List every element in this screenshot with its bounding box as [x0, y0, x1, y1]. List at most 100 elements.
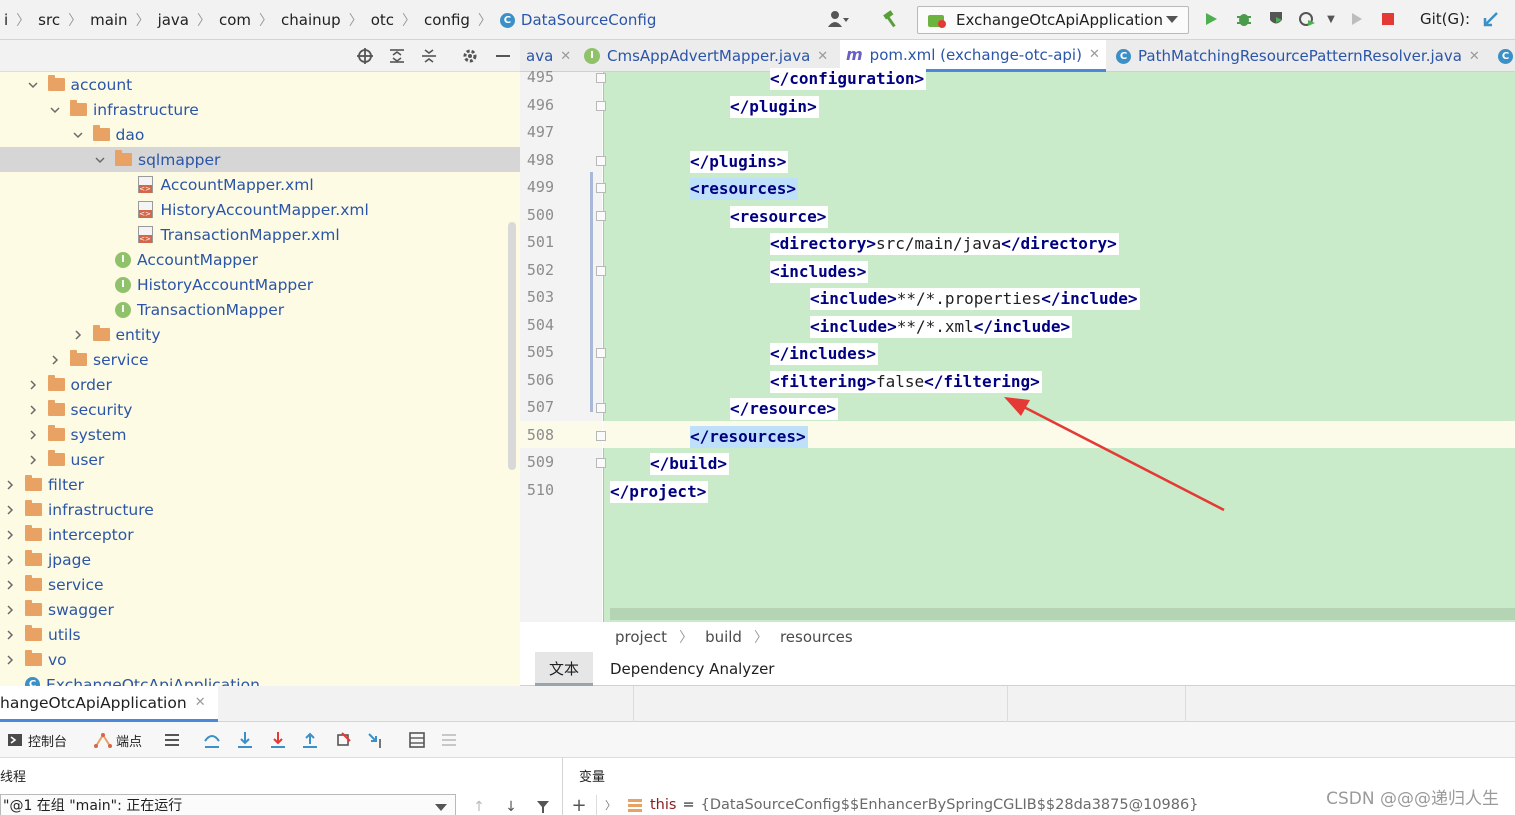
breadcrumb-item[interactable]: main — [90, 11, 128, 29]
tree-item[interactable]: service — [0, 572, 520, 597]
evaluate-expression-icon[interactable] — [408, 730, 426, 750]
tree-item[interactable]: dao — [0, 122, 520, 147]
chevron-down-icon[interactable] — [93, 153, 107, 167]
editor-tab[interactable]: C PathMatchingResourcePatternResolver.ja… — [1110, 40, 1486, 72]
tree-item[interactable]: utils — [0, 622, 520, 647]
breadcrumb-item[interactable]: src — [38, 11, 61, 29]
chevron-right-icon[interactable] — [26, 403, 40, 417]
chevron-right-icon[interactable] — [3, 578, 17, 592]
editor-tab-active[interactable]: m pom.xml (exchange-otc-api) ✕ — [840, 40, 1106, 72]
tree-item[interactable]: interceptor — [0, 522, 520, 547]
fold-marker-icon[interactable] — [596, 100, 606, 111]
fold-marker-icon[interactable] — [596, 430, 606, 441]
tree-item[interactable]: service — [0, 347, 520, 372]
fold-marker-icon[interactable] — [596, 348, 606, 358]
chevron-right-icon[interactable] — [48, 353, 62, 367]
horizontal-scrollbar[interactable] — [610, 608, 1515, 620]
tree-item[interactable]: system — [0, 422, 520, 447]
debug-session-tab[interactable]: hangeOtcApiApplication ✕ — [0, 686, 218, 722]
close-icon[interactable]: ✕ — [1468, 48, 1480, 64]
coverage-icon[interactable] — [1265, 8, 1287, 30]
locate-target-icon[interactable] — [354, 45, 376, 67]
git-update-icon[interactable] — [1480, 8, 1502, 30]
chevron-right-icon[interactable] — [3, 628, 17, 642]
tree-item[interactable]: AccountMapper.xml — [0, 172, 520, 197]
editor-tab[interactable]: C — [1492, 40, 1515, 72]
plus-icon[interactable]: + — [571, 794, 587, 815]
chevron-right-icon[interactable] — [3, 478, 17, 492]
step-over-icon[interactable] — [203, 730, 221, 750]
step-out-icon[interactable] — [301, 730, 319, 750]
tree-item[interactable]: security — [0, 397, 520, 422]
fold-marker-icon[interactable] — [596, 265, 606, 276]
fold-marker-icon[interactable] — [596, 403, 606, 413]
rerun-icon[interactable] — [1346, 8, 1368, 30]
chevron-right-icon[interactable] — [3, 603, 17, 617]
close-icon[interactable]: ✕ — [560, 48, 572, 64]
breadcrumb-item[interactable]: com — [219, 11, 252, 29]
tree-item[interactable]: account — [0, 72, 520, 97]
breadcrumb-item[interactable]: otc — [370, 11, 395, 29]
editor-tab[interactable]: I CmsAppAdvertMapper.java ✕ — [578, 40, 834, 72]
chevron-down-icon[interactable] — [26, 78, 40, 92]
tree-item[interactable]: user — [0, 447, 520, 472]
breadcrumb-current[interactable]: C DataSourceConfig — [496, 11, 660, 29]
chevron-right-icon[interactable] — [26, 378, 40, 392]
close-icon[interactable]: ✕ — [1088, 47, 1100, 62]
fold-marker-icon[interactable] — [596, 210, 606, 221]
chevron-down-icon[interactable] — [71, 128, 85, 142]
tree-item[interactable]: HistoryAccountMapper.xml — [0, 197, 520, 222]
tree-item[interactable]: swagger — [0, 597, 520, 622]
chevron-right-icon[interactable] — [26, 453, 40, 467]
arrow-down-icon[interactable]: ↓ — [505, 799, 517, 815]
profiler-icon[interactable] — [1296, 8, 1318, 30]
breadcrumb-item[interactable]: java — [157, 11, 189, 29]
tree-item[interactable]: vo — [0, 647, 520, 672]
tree-item[interactable]: jpage — [0, 547, 520, 572]
chevron-right-icon[interactable] — [3, 553, 17, 567]
fold-marker-icon[interactable] — [596, 183, 606, 193]
build-hammer-icon[interactable] — [880, 8, 902, 30]
variable-row[interactable]: + 〉 this = {DataSourceConfig$$EnhancerBy… — [564, 794, 1515, 815]
chevron-right-icon[interactable] — [71, 328, 85, 342]
chevron-right-icon[interactable]: 〉 — [605, 799, 616, 812]
arrow-up-icon[interactable]: ↑ — [473, 799, 485, 815]
chevron-right-icon[interactable] — [3, 503, 17, 517]
breadcrumb-item[interactable]: chainup — [281, 11, 341, 29]
expand-all-icon[interactable] — [386, 45, 408, 67]
chevron-down-icon[interactable] — [48, 103, 62, 117]
breadcrumb-item[interactable]: i — [4, 11, 9, 29]
tree-item[interactable]: sqlmapper — [0, 147, 520, 172]
run-to-cursor-icon[interactable] — [367, 730, 385, 750]
console-tab[interactable]: 控制台 — [6, 730, 67, 750]
editor-breadcrumb-item[interactable]: resources — [779, 628, 853, 646]
chevron-right-icon[interactable] — [3, 528, 17, 542]
filter-icon[interactable] — [532, 796, 554, 815]
tree-item[interactable]: TransactionMapper.xml — [0, 222, 520, 247]
tree-item[interactable]: filter — [0, 472, 520, 497]
drop-frame-icon[interactable] — [334, 730, 352, 750]
editor-tab[interactable]: ava ✕ — [520, 40, 577, 72]
editor-breadcrumb-item[interactable]: build — [705, 628, 742, 646]
thread-select[interactable]: "@1 在组 "main": 正在运行 — [0, 794, 456, 815]
breadcrumb-item[interactable]: config — [424, 11, 470, 29]
scrollbar[interactable] — [508, 222, 516, 470]
fold-marker-icon[interactable] — [596, 458, 606, 468]
tree-item[interactable]: order — [0, 372, 520, 397]
step-into-icon[interactable] — [236, 730, 254, 750]
breakpoints-tab[interactable]: 端点 — [94, 730, 142, 750]
close-icon[interactable]: ✕ — [194, 695, 206, 710]
minimize-icon[interactable] — [492, 45, 514, 67]
tree-item[interactable]: entity — [0, 322, 520, 347]
tree-item[interactable]: infrastructure — [0, 497, 520, 522]
tab-text[interactable]: 文本 — [535, 652, 594, 686]
fold-marker-icon[interactable] — [596, 73, 606, 83]
trace-stream-icon[interactable] — [440, 730, 458, 750]
tab-dependency-analyzer[interactable]: Dependency Analyzer — [610, 660, 775, 678]
chevron-right-icon[interactable] — [26, 428, 40, 442]
close-icon[interactable]: ✕ — [817, 48, 829, 64]
gear-icon[interactable] — [459, 45, 481, 67]
